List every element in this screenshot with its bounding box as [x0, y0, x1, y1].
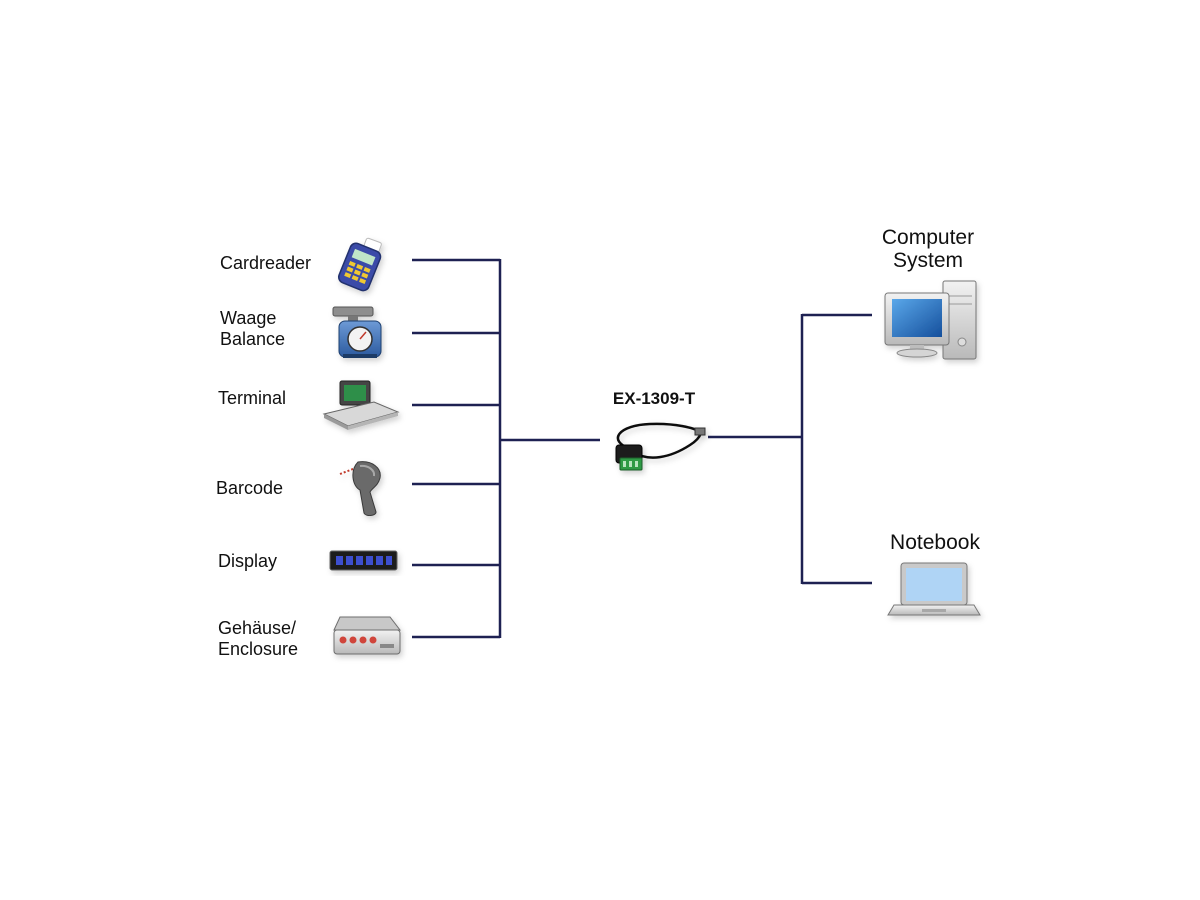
target-label: Notebook — [890, 531, 980, 554]
led-display-icon — [329, 550, 398, 571]
usb-serial-adapter-icon — [615, 422, 706, 471]
card-reader-icon — [337, 237, 382, 292]
device-label-second-line: Balance — [220, 329, 285, 349]
barcode-scanner-icon — [339, 461, 381, 516]
target-label-second-line: System — [893, 249, 963, 272]
scale-icon — [332, 306, 382, 358]
connection-lines — [412, 258, 872, 639]
device-label: Waage — [220, 308, 276, 328]
device-barcode: Barcode — [216, 461, 381, 516]
target-notebook: Notebook — [887, 531, 981, 616]
device-label: Barcode — [216, 478, 283, 498]
device-label-second-line: Enclosure — [218, 639, 298, 659]
device-label: Cardreader — [220, 253, 311, 273]
target-label: Computer — [882, 226, 974, 249]
target-computer-system: Computer System — [882, 226, 977, 360]
device-balance: Waage Balance — [220, 306, 382, 358]
hub-adapter: EX-1309-T — [613, 389, 706, 471]
device-label: Terminal — [218, 388, 286, 408]
device-terminal: Terminal — [218, 380, 400, 430]
device-display: Display — [218, 550, 398, 571]
device-label: Gehäuse/ — [218, 618, 296, 638]
device-enclosure: Gehäuse/ Enclosure — [218, 616, 402, 659]
enclosure-icon — [333, 616, 402, 655]
desktop-computer-icon — [884, 280, 977, 360]
device-cardreader: Cardreader — [220, 237, 382, 292]
hub-label: EX-1309-T — [613, 389, 696, 408]
notebook-icon — [887, 562, 981, 616]
device-label: Display — [218, 551, 277, 571]
terminal-icon — [322, 380, 400, 430]
